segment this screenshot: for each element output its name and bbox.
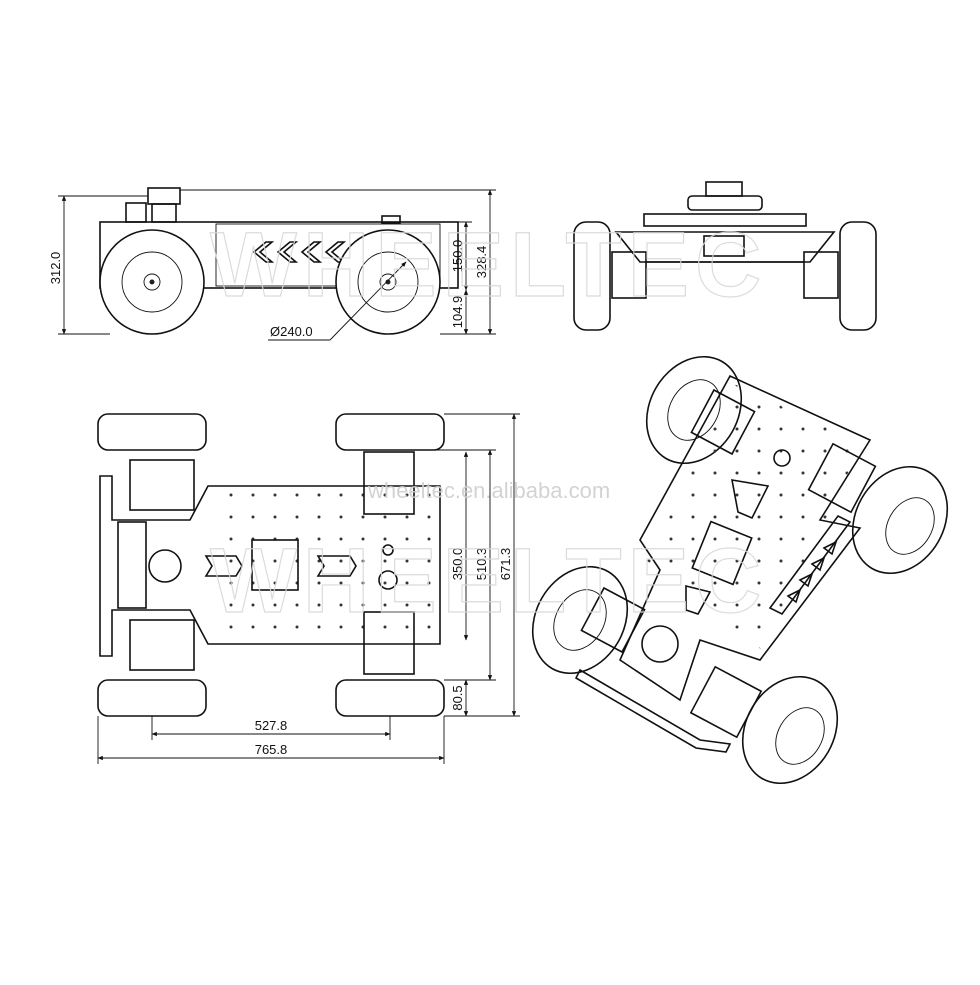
watermark-brand-top: WHEELTEC [210, 214, 767, 316]
isometric-view [531, 355, 949, 785]
top-suspension-front-left [363, 451, 415, 515]
iso-center-module [691, 520, 753, 586]
front-left-motor [611, 251, 647, 299]
top-rear-right-tire [97, 679, 207, 717]
dim-track-inner: 350.0 [450, 548, 465, 581]
front-camera-bar [687, 195, 763, 211]
top-front-right-tire [335, 679, 445, 717]
iso-bumper [574, 668, 732, 753]
side-camera [125, 202, 147, 223]
top-center-module [251, 539, 299, 591]
iso-suspension-rear-left [690, 388, 756, 456]
dim-body-height: 150.0 [450, 240, 465, 273]
iso-arrow-top [731, 479, 770, 520]
iso-wheel-front-left [741, 675, 839, 785]
iso-arrow-bottom [685, 584, 712, 615]
watermark-url: wheeltec.en.alibaba.com [367, 478, 610, 503]
dim-wheel-diameter: Ø240.0 [270, 324, 313, 339]
leader-wheel-diameter [329, 261, 407, 341]
front-view [573, 181, 877, 331]
iso-side-panel [768, 514, 852, 616]
top-view: 350.0 510.3 671.3 80.5 527.8 765.8 [97, 413, 520, 764]
dim-tire-width: 80.5 [450, 685, 465, 710]
dim-overall-height: 312.0 [48, 252, 63, 285]
top-chassis-plate [99, 475, 441, 657]
top-lidar [148, 549, 182, 583]
top-button [382, 544, 394, 556]
iso-switch [773, 449, 791, 467]
watermark-brand-bottom: WHEELTEC [210, 530, 767, 632]
front-lidar [705, 181, 743, 197]
watermark: WHEELTEC WHEELTEC wheeltec.en.alibaba.co… [209, 213, 767, 632]
side-rear-wheel [99, 229, 205, 335]
front-right-tire [839, 221, 877, 331]
iso-lidar [641, 625, 679, 663]
top-arrow-right [316, 555, 357, 577]
dim-ground-clearance: 104.9 [450, 296, 465, 329]
side-antenna-base [381, 215, 401, 224]
iso-wheel-front-right [851, 465, 949, 575]
top-suspension-front-right [363, 611, 415, 675]
iso-side-chevrons [786, 540, 838, 604]
side-view: 312.0 150.0 104.9 328.4 Ø240.0 [48, 187, 496, 341]
top-arrow-left [204, 555, 243, 577]
top-rear-left-tire [97, 413, 207, 451]
side-body-panel [215, 223, 441, 287]
iso-rivet-pattern [646, 384, 862, 650]
top-battery-bay [117, 521, 147, 609]
dim-wheelbase: 527.8 [255, 718, 288, 733]
side-lidar-mount [151, 203, 177, 223]
top-suspension-rear-left [129, 459, 195, 511]
iso-suspension-front-left [689, 665, 763, 739]
side-chassis [99, 221, 459, 289]
front-center-block [703, 235, 745, 257]
top-suspension-rear-right [129, 619, 195, 671]
front-top-plate [643, 213, 807, 227]
iso-wheel-rear-right [531, 565, 629, 675]
front-left-tire [573, 221, 611, 331]
iso-suspension-front-right [807, 442, 877, 514]
front-right-motor [803, 251, 839, 299]
dim-total-height: 328.4 [474, 246, 489, 279]
dim-track-mid: 510.3 [474, 548, 489, 581]
top-switch [378, 570, 398, 590]
iso-suspension-rear-right [580, 586, 646, 654]
side-lidar [147, 187, 181, 205]
top-front-left-tire [335, 413, 445, 451]
side-front-wheel [335, 229, 441, 335]
dim-overall-length: 765.8 [255, 742, 288, 757]
dim-track-outer: 671.3 [498, 548, 513, 581]
